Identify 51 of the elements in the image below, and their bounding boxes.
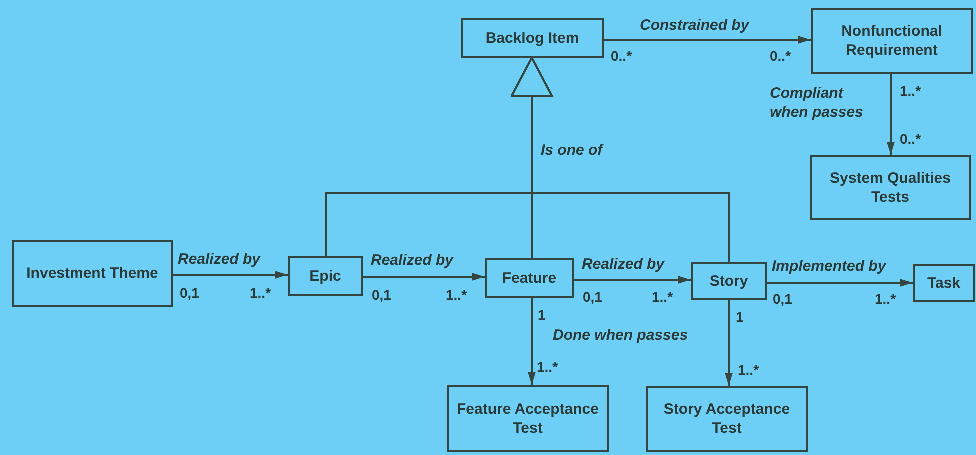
class-box (447, 385, 609, 452)
class-name: Feature (502, 268, 557, 288)
generalization-arrow (511, 57, 730, 262)
class-box (646, 386, 808, 452)
class-box (691, 262, 767, 300)
multiplicity-label: 1..* (900, 82, 922, 100)
class-box (12, 240, 173, 307)
association-label: Done when passes (553, 327, 688, 345)
edge-label: Realized by (582, 255, 665, 274)
edge-label: Realized by (178, 250, 261, 269)
multiplicity-label: 1..* (446, 286, 468, 304)
class-name: Task (927, 274, 961, 292)
multiplicity-label: 1..* (652, 288, 674, 306)
class-name: Feature Acceptance Test (456, 400, 600, 438)
class-box (810, 155, 971, 220)
class-box (485, 258, 574, 298)
class-name: System Qualities Tests (829, 168, 952, 206)
multiplicity-label: 1 (538, 306, 546, 324)
multiplicity-label: 1..* (537, 358, 558, 376)
multiplicity-label: 0,1 (372, 286, 392, 304)
class-name: Investment Theme (26, 264, 158, 283)
arrow (173, 271, 288, 279)
arrow (363, 273, 485, 281)
arrow (767, 279, 913, 287)
class-name: Story (710, 272, 748, 290)
class-name: Backlog Item (486, 28, 580, 48)
arrow (604, 36, 811, 44)
multiplicity-label: 0,1 (773, 290, 792, 308)
edge-label: Implemented by (772, 257, 886, 276)
multiplicity-label: 0,1 (180, 284, 200, 302)
arrow (528, 298, 536, 385)
arrow (887, 74, 895, 155)
multiplicity-label: 1 (736, 308, 744, 326)
edge-label: Constrained by (640, 16, 750, 35)
multiplicity-label: 1..* (738, 361, 760, 379)
edge-label: Realized by (371, 251, 454, 270)
multiplicity-label: 1..* (875, 290, 896, 308)
class-box (288, 256, 363, 296)
multiplicity-label: 0..* (900, 130, 922, 148)
multiplicity-label: 0..* (611, 47, 632, 65)
class-name: Story Acceptance Test (662, 400, 792, 438)
multiplicity-label: 1..* (250, 284, 272, 302)
class-name: Epic (310, 266, 342, 286)
class-box (811, 8, 973, 74)
arrow (574, 276, 691, 284)
multiplicity-label: 0..* (770, 47, 792, 65)
arrow (725, 300, 733, 386)
class-box (461, 18, 604, 58)
class-box (913, 264, 975, 302)
multiplicity-label: 0,1 (583, 288, 602, 306)
class-name: Nonfunctional Requirement (840, 22, 944, 60)
